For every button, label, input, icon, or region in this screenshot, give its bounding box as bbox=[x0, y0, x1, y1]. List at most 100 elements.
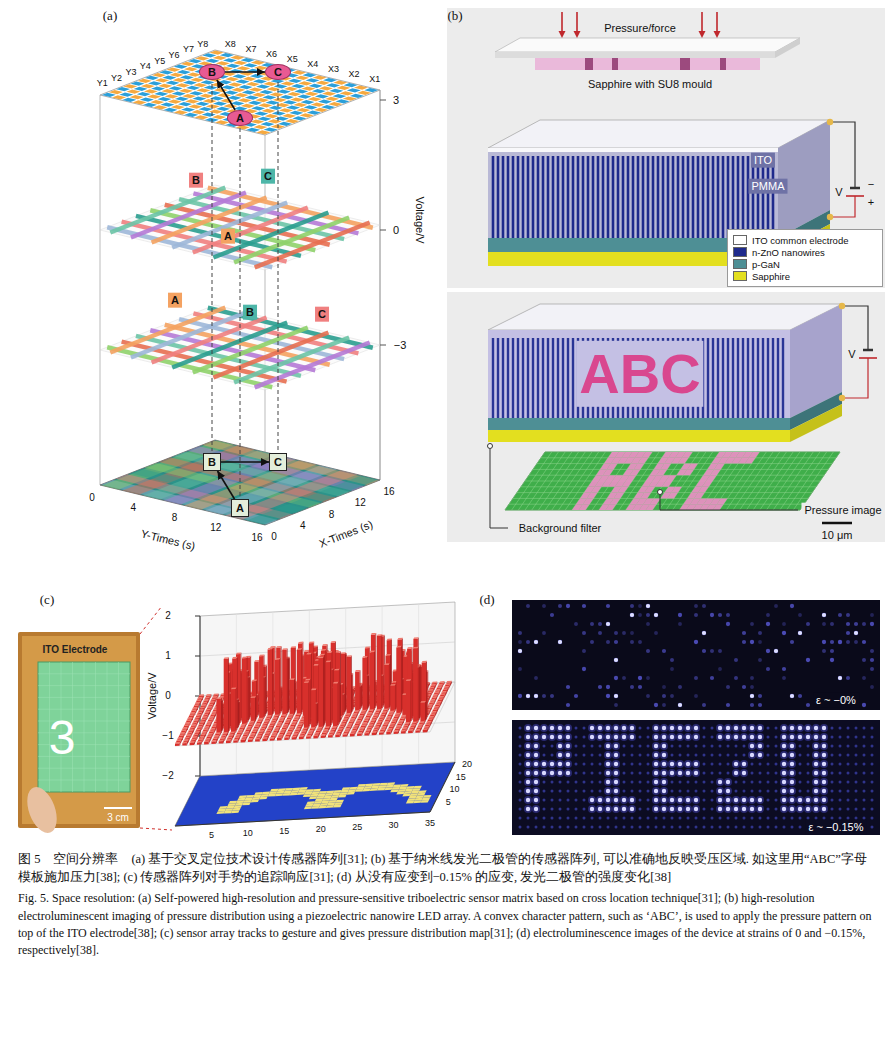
sensor-cell bbox=[188, 105, 202, 109]
zno-nanowire bbox=[637, 156, 640, 238]
battery-negative bbox=[863, 349, 873, 352]
map-pixel bbox=[269, 791, 278, 794]
pressure-plate-edge bbox=[775, 38, 800, 58]
map-pixel bbox=[318, 806, 327, 809]
ito-top-face bbox=[488, 120, 830, 148]
map-pixel bbox=[387, 782, 396, 785]
pressure-pixel bbox=[683, 469, 694, 475]
force-arrow bbox=[701, 12, 703, 32]
map-pixel bbox=[355, 789, 364, 792]
map-pixel bbox=[333, 790, 342, 793]
map-pixel bbox=[326, 791, 335, 794]
x-electrode-strip bbox=[172, 323, 287, 368]
sensor-cell bbox=[199, 107, 213, 111]
map-pixel bbox=[418, 790, 427, 793]
bar-top bbox=[185, 722, 190, 724]
map-pixel bbox=[405, 789, 414, 792]
sensor-cell bbox=[270, 92, 284, 96]
sensor-cell bbox=[225, 77, 239, 81]
bar-top bbox=[206, 694, 211, 696]
sensor-cell bbox=[241, 104, 255, 108]
sensor-cell bbox=[130, 95, 144, 99]
sensor-cell bbox=[254, 112, 268, 116]
zno-nanowire bbox=[557, 338, 559, 418]
map-pixel bbox=[310, 794, 319, 797]
sensor-cell bbox=[256, 85, 270, 89]
sensor-cell bbox=[298, 81, 312, 85]
bar-front bbox=[275, 660, 280, 717]
sensor-cell bbox=[301, 100, 315, 104]
pressure-pixel bbox=[667, 493, 678, 499]
pressure-pixel bbox=[694, 493, 705, 499]
sensor-cell bbox=[140, 97, 154, 101]
photo-grid bbox=[95, 662, 96, 792]
photo-grid bbox=[84, 662, 85, 792]
sensor-cell bbox=[150, 100, 164, 104]
mould-pattern bbox=[720, 58, 726, 70]
bar-front bbox=[362, 658, 367, 712]
zno-nanowire bbox=[767, 338, 769, 418]
zno-nanowire bbox=[732, 156, 735, 238]
sensor-cell bbox=[178, 102, 192, 106]
pressure-pixel bbox=[610, 498, 621, 504]
sensor-cell bbox=[290, 97, 304, 101]
map-pixel bbox=[336, 800, 345, 803]
zno-nanowire bbox=[522, 156, 525, 238]
pressure-pixel bbox=[583, 498, 594, 504]
pressure-pixel bbox=[614, 493, 625, 499]
sensor-cell bbox=[318, 100, 332, 104]
pressure-pixel bbox=[717, 498, 728, 504]
map-pixel bbox=[243, 800, 252, 803]
zno-nanowire bbox=[717, 156, 720, 238]
force-arrow bbox=[576, 12, 578, 32]
zno-nanowire bbox=[752, 156, 755, 238]
pressure-pixel bbox=[745, 458, 756, 464]
sensor-cell bbox=[333, 81, 347, 85]
sensor-cell bbox=[265, 114, 279, 118]
zno-nanowire bbox=[737, 156, 740, 238]
map-pixel bbox=[291, 790, 300, 793]
map-pixel bbox=[251, 800, 260, 803]
zno-nanowire bbox=[667, 156, 670, 238]
map-pixel bbox=[390, 789, 399, 792]
map-pixel bbox=[326, 805, 335, 808]
sensor-cell bbox=[151, 87, 165, 91]
map-pixel bbox=[268, 794, 277, 797]
pressure-pixel bbox=[638, 458, 649, 464]
sensor-cell bbox=[206, 104, 220, 108]
sensor-cell bbox=[191, 110, 205, 114]
sensor-cell bbox=[314, 108, 328, 112]
map-pixel bbox=[305, 804, 314, 807]
sensor-cell bbox=[239, 85, 253, 89]
zoom-line bbox=[140, 606, 162, 634]
ito-electrode-photo bbox=[38, 662, 130, 792]
sensor-cell bbox=[144, 89, 158, 93]
axis-tick-mark bbox=[380, 230, 386, 231]
x-electrode-strip bbox=[255, 223, 370, 268]
bar-top bbox=[376, 709, 381, 711]
projection-line bbox=[278, 82, 279, 451]
mould-pattern bbox=[585, 58, 593, 70]
bar-top bbox=[390, 684, 395, 686]
bar-front bbox=[268, 649, 273, 716]
map-pixel bbox=[311, 806, 320, 809]
bar-top bbox=[188, 717, 193, 719]
map-pixel bbox=[372, 783, 381, 786]
sensor-cell bbox=[213, 102, 227, 106]
bar-top bbox=[202, 716, 207, 718]
map-pixel bbox=[216, 811, 225, 814]
zno-nanowire bbox=[557, 156, 560, 238]
map-pixel bbox=[290, 793, 299, 796]
zno-nanowire bbox=[622, 156, 625, 238]
sensor-cell bbox=[203, 99, 217, 103]
zno-nanowire bbox=[657, 156, 660, 238]
pressure-pixel bbox=[662, 481, 673, 487]
bar-top bbox=[281, 714, 286, 716]
sensor-cell bbox=[343, 97, 357, 101]
map-pixel bbox=[246, 795, 255, 798]
map-pixel bbox=[379, 783, 388, 786]
map-pixel bbox=[402, 794, 411, 797]
zno-nanowire bbox=[512, 156, 515, 238]
sensor-cell bbox=[185, 99, 199, 103]
bar-top bbox=[209, 716, 214, 718]
